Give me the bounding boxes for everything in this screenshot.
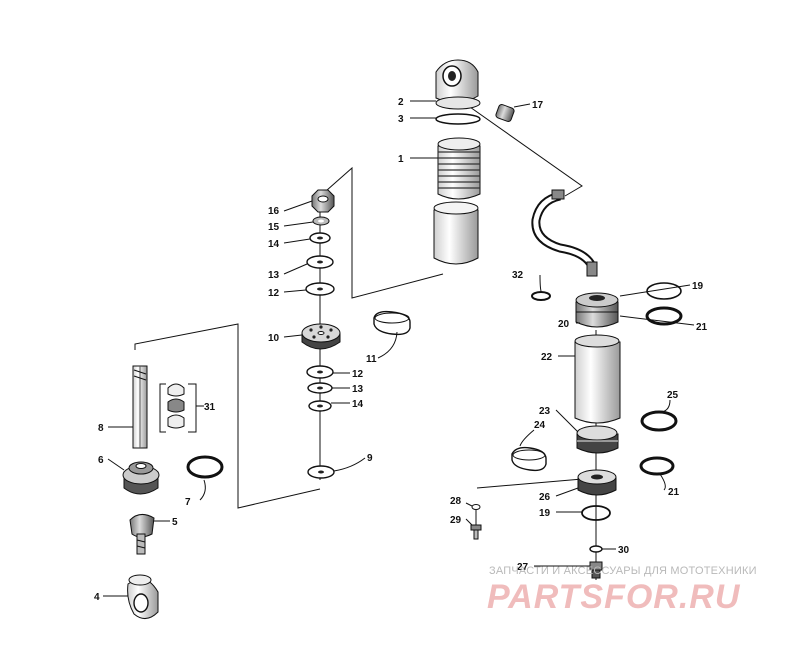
callout-32: 32 bbox=[512, 270, 524, 281]
callout-19-top: 19 bbox=[692, 281, 704, 292]
callout-26: 26 bbox=[539, 492, 551, 503]
bushing-set-part-31 bbox=[167, 383, 185, 429]
washer-part-28 bbox=[471, 504, 481, 510]
callout-24: 24 bbox=[534, 420, 546, 431]
callout-5: 5 bbox=[172, 517, 178, 528]
callout-28: 28 bbox=[450, 496, 462, 507]
reservoir-cap-part-20 bbox=[575, 292, 619, 328]
callout-21-bottom: 21 bbox=[668, 487, 680, 498]
ring-part-7 bbox=[186, 455, 224, 479]
callout-13-top: 13 bbox=[268, 270, 280, 281]
seal-ring-part-3 bbox=[435, 113, 481, 125]
washer-part-14 bbox=[309, 232, 331, 244]
callout-9: 9 bbox=[367, 453, 373, 464]
callout-25: 25 bbox=[667, 390, 679, 401]
hose bbox=[531, 189, 598, 277]
callout-16: 16 bbox=[268, 206, 280, 217]
callout-22: 22 bbox=[541, 352, 553, 363]
shock-sleeve bbox=[433, 201, 479, 265]
ring-part-21-upper bbox=[645, 306, 683, 326]
callout-8: 8 bbox=[98, 423, 104, 434]
callout-3: 3 bbox=[398, 114, 404, 125]
washer-part-15 bbox=[312, 216, 330, 226]
floating-piston-part-23 bbox=[576, 425, 619, 454]
callout-13-bottom: 13 bbox=[352, 384, 364, 395]
callout-19-bottom: 19 bbox=[539, 508, 551, 519]
callout-15: 15 bbox=[268, 222, 280, 233]
ring-part-24 bbox=[511, 446, 547, 472]
shim-part-13 bbox=[306, 255, 334, 269]
callout-1: 1 bbox=[398, 154, 404, 165]
ring-part-19-upper bbox=[646, 282, 682, 300]
callout-20: 20 bbox=[558, 319, 570, 330]
bracket-part-31 bbox=[159, 383, 202, 433]
callout-12-top: 12 bbox=[268, 288, 280, 299]
callout-10: 10 bbox=[268, 333, 280, 344]
watermark-brand: PARTSFOR.RU bbox=[487, 578, 741, 616]
adjuster-knob-part-17 bbox=[495, 104, 515, 122]
o-ring-part-32 bbox=[531, 291, 551, 301]
piston-ring-part-11 bbox=[373, 310, 411, 336]
callout-12-bottom: 12 bbox=[352, 369, 364, 380]
lower-mount-part-5 bbox=[129, 514, 155, 555]
piston-rod-part-8 bbox=[132, 365, 148, 449]
reservoir-body-part-1 bbox=[437, 137, 481, 200]
callout-14-bottom: 14 bbox=[352, 399, 364, 410]
callout-17: 17 bbox=[532, 100, 544, 111]
shim-part-12-lower bbox=[306, 365, 334, 379]
watermark-subtitle: ЗАПЧАСТИ И АКСЕССУАРЫ ДЛЯ МОТОТЕХНИКИ bbox=[489, 565, 757, 577]
reservoir-tube-part-22 bbox=[574, 334, 621, 424]
washer-part-14-lower bbox=[308, 400, 332, 412]
callout-6: 6 bbox=[98, 455, 104, 466]
washer-part-9 bbox=[307, 465, 335, 479]
piston-part-10 bbox=[301, 323, 341, 350]
lower-eyelet-part-4 bbox=[127, 574, 159, 619]
shim-part-13-lower bbox=[307, 382, 333, 394]
callout-numbers: 2 3 1 17 16 15 14 13 12 10 11 12 13 14 9… bbox=[94, 97, 708, 603]
shim-part-12 bbox=[305, 282, 335, 296]
callout-27: 27 bbox=[517, 562, 529, 573]
callout-31: 31 bbox=[204, 402, 216, 413]
callout-21-top: 21 bbox=[696, 322, 708, 333]
nut-part-16 bbox=[311, 189, 335, 213]
callout-7: 7 bbox=[185, 497, 191, 508]
upper-eyelet-part-2 bbox=[435, 59, 481, 110]
callout-4: 4 bbox=[94, 592, 100, 603]
callout-30: 30 bbox=[618, 545, 630, 556]
ring-part-25 bbox=[640, 410, 678, 432]
end-cap-part-26 bbox=[577, 469, 617, 496]
screw-part-29 bbox=[470, 524, 482, 540]
callout-14-top: 14 bbox=[268, 239, 280, 250]
callout-29: 29 bbox=[450, 515, 462, 526]
assembly-lines bbox=[134, 99, 597, 580]
bumper-part-6 bbox=[122, 461, 160, 495]
washer-part-30 bbox=[589, 545, 603, 553]
ring-part-21-lower bbox=[639, 456, 675, 476]
callout-11: 11 bbox=[366, 354, 377, 365]
o-ring-part-19-lower bbox=[581, 505, 611, 521]
callout-2: 2 bbox=[398, 97, 404, 108]
callout-leaders bbox=[103, 100, 695, 597]
callout-23: 23 bbox=[539, 406, 551, 417]
